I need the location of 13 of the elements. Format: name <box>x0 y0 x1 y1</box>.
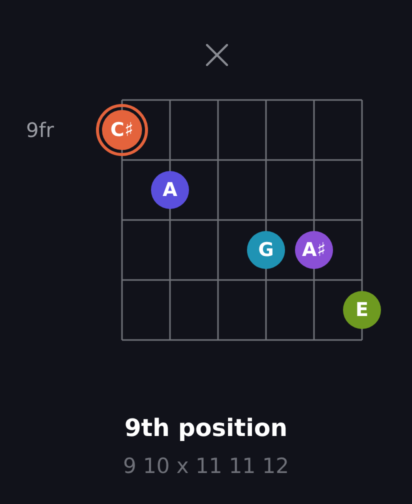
note-circle <box>151 171 189 209</box>
note-circle <box>343 291 381 329</box>
note-name: A♯ <box>302 240 326 260</box>
note-circle <box>247 231 285 269</box>
fret-number-label: 9fr <box>26 120 54 140</box>
note-name: E <box>356 300 368 320</box>
note-circle <box>295 231 333 269</box>
note-name: G <box>258 240 274 260</box>
note-name: A <box>162 180 178 200</box>
note-name: C♯ <box>110 120 134 140</box>
title: 9th position <box>124 414 288 442</box>
root-note-circle <box>96 104 148 156</box>
fingering-caption: 9 10 x 11 11 12 <box>122 454 290 478</box>
